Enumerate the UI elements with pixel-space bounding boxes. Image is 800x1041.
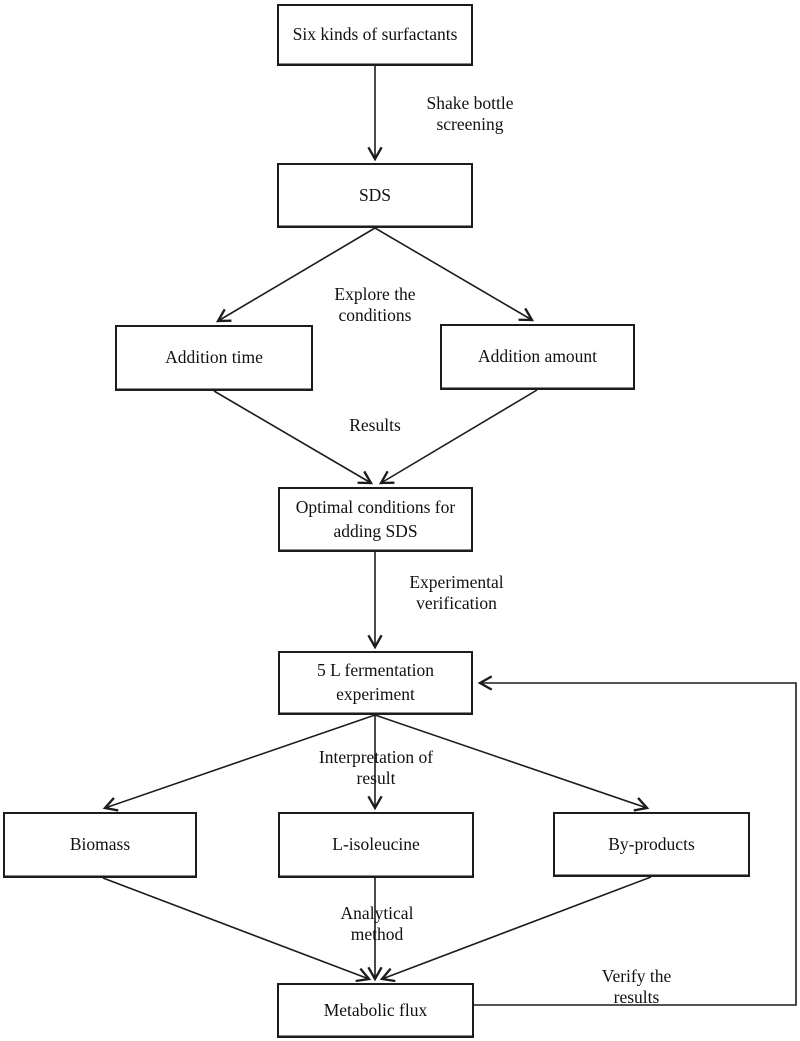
node-by-products: By-products (553, 812, 750, 877)
edge-label-experimental-verification: Experimental verification (409, 572, 504, 614)
node-biomass: Biomass (3, 812, 197, 878)
edge-label-results: Results (349, 415, 401, 435)
node-l-isoleucine: L-isoleucine (278, 812, 474, 878)
arrow-addition-time-to-optimal (213, 390, 374, 485)
node-addition-amount: Addition amount (440, 324, 635, 390)
edge-label-shake-bottle-screening: Shake bottle screening (426, 93, 514, 135)
node-optimal-conditions: Optimal conditions for adding SDS (278, 487, 473, 552)
arrow-addition-amount-to-optimal (378, 389, 538, 485)
edge-label-interpretation-of-result: Interpretation of result (318, 747, 434, 789)
edge-label-explore-the-conditions: Explore the conditions (334, 284, 416, 326)
node-fermentation-experiment: 5 L fermentation experiment (278, 651, 473, 715)
node-metabolic-flux: Metabolic flux (277, 983, 474, 1038)
node-addition-time: Addition time (115, 325, 313, 391)
edge-label-verify-the-results: Verify the results (601, 966, 672, 1008)
edge-label-analytical-method: Analytical method (340, 903, 414, 945)
node-sds: SDS (277, 163, 473, 228)
node-six-surfactants: Six kinds of surfactants (277, 4, 473, 66)
